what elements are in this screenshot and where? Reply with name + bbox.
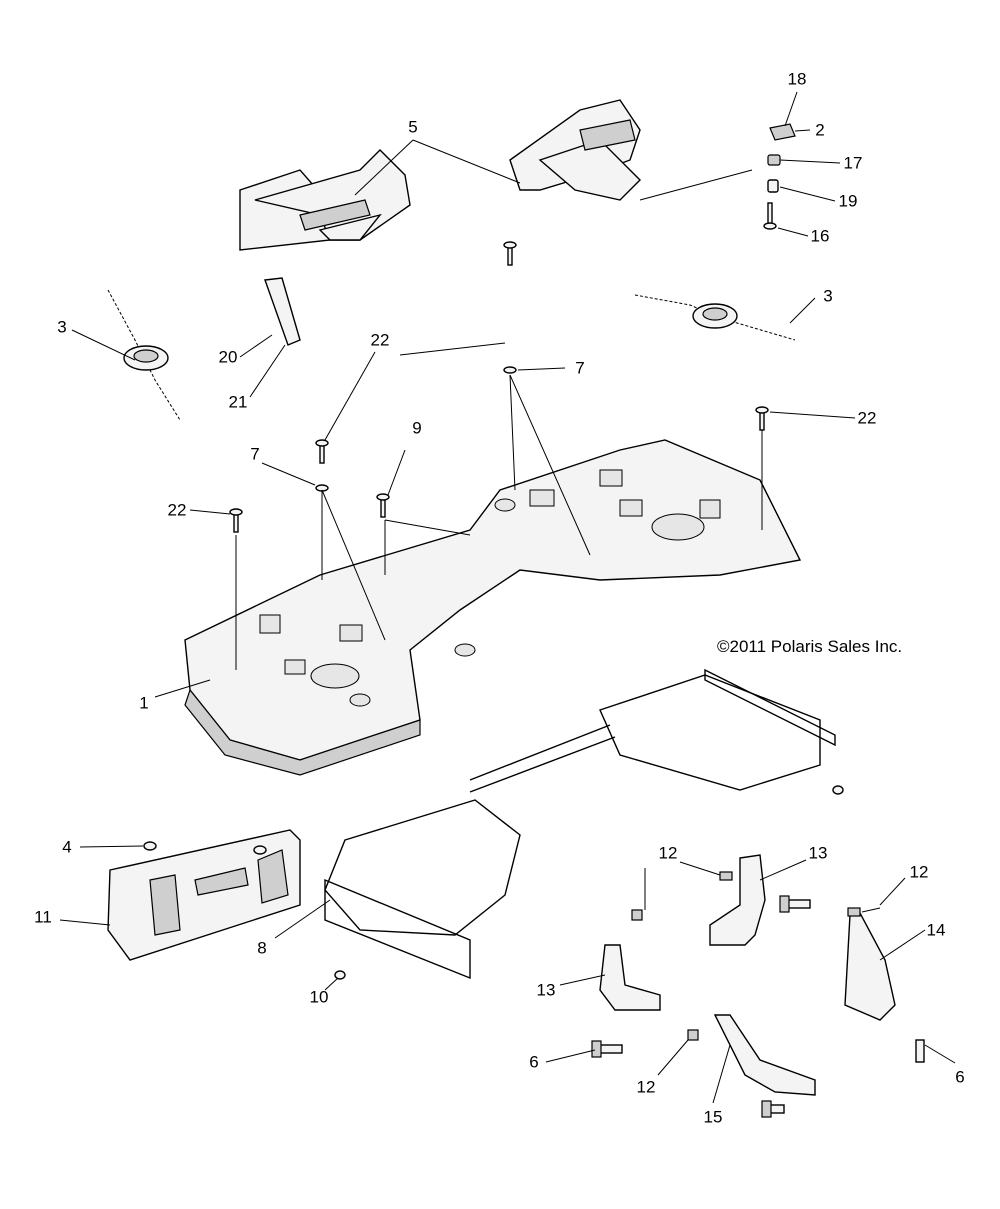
rack-right: [509, 99, 641, 201]
callout-3-left: 3: [57, 317, 66, 336]
callout-11: 11: [34, 907, 52, 926]
hardware-stack: [763, 123, 796, 230]
callout-12-c: 12: [637, 1077, 656, 1096]
callout-22-a: 22: [371, 330, 390, 349]
callout-2: 2: [815, 120, 824, 139]
frame: [324, 668, 836, 980]
callout-7-b: 7: [250, 444, 259, 463]
callout-4: 4: [62, 837, 71, 856]
callout-22-b: 22: [858, 408, 877, 427]
callout-1: 1: [139, 693, 148, 712]
bracket-21: [264, 277, 301, 346]
bolts: [143, 785, 925, 1118]
callout-8: 8: [257, 938, 266, 957]
callout-7-a: 7: [575, 358, 584, 377]
callouts: 18 2 17 19 16 5 3 3 20 21 22 7 22 9 7 22…: [34, 69, 965, 1126]
copyright-text: ©2011 Polaris Sales Inc.: [717, 637, 902, 656]
callout-13-b: 13: [537, 980, 556, 999]
rack-left: [239, 149, 411, 251]
callout-18: 18: [788, 69, 807, 88]
callout-21: 21: [229, 392, 248, 411]
callout-12-a: 12: [659, 843, 678, 862]
callout-15: 15: [704, 1107, 723, 1126]
callout-19: 19: [839, 191, 858, 210]
callout-12-b: 12: [910, 862, 929, 881]
callout-20: 20: [219, 347, 238, 366]
callout-14: 14: [927, 920, 946, 939]
brackets: [599, 854, 896, 1096]
callout-13-a: 13: [809, 843, 828, 862]
callout-6-b: 6: [955, 1067, 964, 1086]
callout-5: 5: [408, 117, 417, 136]
callout-9: 9: [412, 418, 421, 437]
cable-right: [634, 294, 796, 341]
cable-left: [107, 289, 181, 421]
callout-10: 10: [310, 987, 329, 1006]
callout-22-c: 22: [168, 500, 187, 519]
fasteners: [229, 241, 769, 533]
callout-6-a: 6: [529, 1052, 538, 1071]
rack-tray: [184, 439, 802, 776]
callout-3-right: 3: [823, 286, 832, 305]
callout-16: 16: [811, 226, 830, 245]
leader-lines: [59, 91, 956, 1104]
callout-17: 17: [844, 153, 863, 172]
panel-11: [107, 829, 301, 961]
